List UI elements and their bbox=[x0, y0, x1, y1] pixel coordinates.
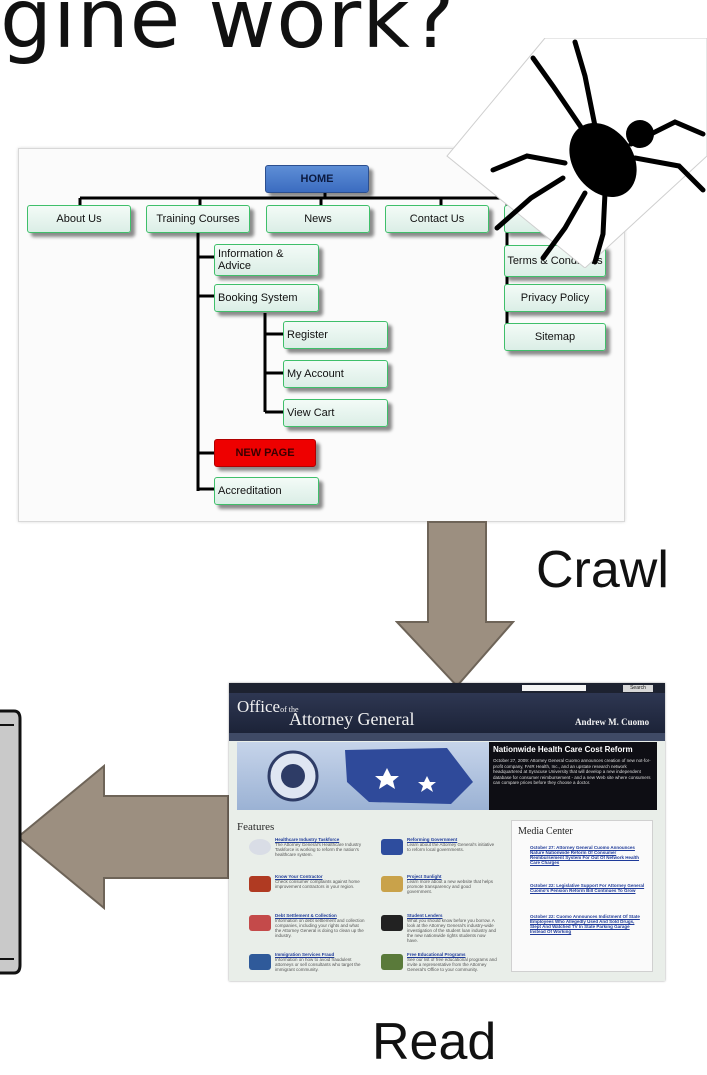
site-hero-title: Nationwide Health Care Cost Reform bbox=[493, 745, 633, 754]
site-hero-graphic bbox=[267, 748, 473, 804]
site-hero-news: Nationwide Health Care Cost Reform Octob… bbox=[489, 742, 657, 810]
sitemap-node-booking-system: Booking System bbox=[214, 284, 319, 312]
site-features-heading: Features bbox=[237, 821, 275, 833]
feature-text: The Attorney General's Healthcare Indust… bbox=[275, 842, 362, 857]
sitemap-node-contact-us: Contact Us bbox=[385, 205, 489, 233]
sitemap-node-home: HOME bbox=[265, 165, 369, 193]
site-hero-text: October 27, 2009: Attorney General Cuomo… bbox=[493, 758, 651, 785]
feature-text: Information on debt settlement and colle… bbox=[275, 918, 365, 938]
sitemap-node-view-cart: View Cart bbox=[283, 399, 388, 427]
site-search-button: Search bbox=[623, 685, 653, 692]
media-center-title: Media Center bbox=[518, 826, 573, 837]
crawl-label: Crawl bbox=[536, 541, 669, 599]
feature-icon-map bbox=[381, 839, 403, 855]
feature-title: Know Your Contractor bbox=[275, 874, 323, 879]
read-arrow bbox=[16, 764, 229, 910]
site-header bbox=[229, 693, 665, 733]
sitemap-node-my-account: My Account bbox=[283, 360, 388, 388]
sitemap-node-register: Register bbox=[283, 321, 388, 349]
feature-text: Check consumer complaints against home i… bbox=[275, 879, 360, 889]
site-office-of-the: of the bbox=[280, 705, 299, 714]
sitemap-node-training-courses: Training Courses bbox=[146, 205, 250, 233]
feature-text: Learn about the Attorney General's initi… bbox=[407, 842, 495, 852]
read-label: Read bbox=[372, 1013, 497, 1071]
sitemap-node-privacy-policy: Privacy Policy bbox=[504, 284, 606, 312]
site-nav-bar bbox=[229, 733, 665, 741]
sitemap-node-news: News bbox=[266, 205, 370, 233]
crawl-arrow bbox=[395, 521, 515, 688]
sitemap-node-sitemap: Sitemap bbox=[504, 323, 606, 351]
feature-icon-statue-of-liberty bbox=[249, 954, 271, 970]
site-media-center: Media Center October 27: Attorney Genera… bbox=[511, 820, 653, 972]
media-item: October 22: Legislative Support For Atto… bbox=[530, 883, 645, 893]
feature-icon-cards bbox=[249, 915, 271, 931]
sitemap-node-information-advice: Information & Advice bbox=[214, 244, 319, 276]
feature-icon-toolbox bbox=[249, 876, 271, 892]
site-office-text: Officeof the bbox=[237, 697, 299, 717]
site-office-word: Office bbox=[237, 697, 281, 716]
feature-text: See our list of free educational program… bbox=[407, 957, 497, 972]
spider-image bbox=[446, 38, 707, 268]
feature-icon-books bbox=[381, 954, 403, 970]
feature-text: Learn more about a new website that help… bbox=[407, 879, 494, 894]
feature-title: Immigration Services Fraud bbox=[275, 952, 335, 957]
sitemap-node-about-us: About Us bbox=[27, 205, 131, 233]
site-person-name: Andrew M. Cuomo bbox=[575, 717, 650, 727]
index-storage-shape bbox=[0, 709, 22, 975]
media-item: October 27: Attorney General Cuomo Annou… bbox=[530, 845, 640, 865]
site-topbar bbox=[229, 683, 665, 693]
media-item: October 22: Cuomo Announces Indictment O… bbox=[530, 914, 640, 934]
feature-title: Free Educational Programs bbox=[407, 952, 466, 957]
feature-title: Reforming Government bbox=[407, 837, 458, 842]
site-attorney-general: Attorney General bbox=[289, 709, 415, 729]
website-thumbnail: Search Officeof the Attorney General And… bbox=[229, 683, 665, 981]
sitemap-node-new-page: NEW PAGE bbox=[214, 439, 316, 467]
slide-title: gine work? bbox=[0, 0, 456, 67]
feature-icon-graduation-cap bbox=[381, 915, 403, 931]
feature-title: Healthcare Industry Taskforce bbox=[275, 837, 340, 842]
feature-text: Information on how to avoid fraudulent a… bbox=[275, 957, 361, 972]
feature-title: Project Sunlight bbox=[407, 874, 442, 879]
feature-title: Student Lenders bbox=[407, 913, 443, 918]
feature-text: What you should know before you borrow. … bbox=[407, 918, 497, 943]
feature-title: Debt Settlement & Collection bbox=[275, 913, 337, 918]
site-hero-image bbox=[237, 742, 489, 810]
sitemap-node-accreditation: Accreditation bbox=[214, 477, 319, 505]
feature-icon-caduceus bbox=[249, 839, 271, 855]
feature-icon-sunlight bbox=[381, 876, 403, 892]
site-search-input bbox=[522, 685, 586, 691]
